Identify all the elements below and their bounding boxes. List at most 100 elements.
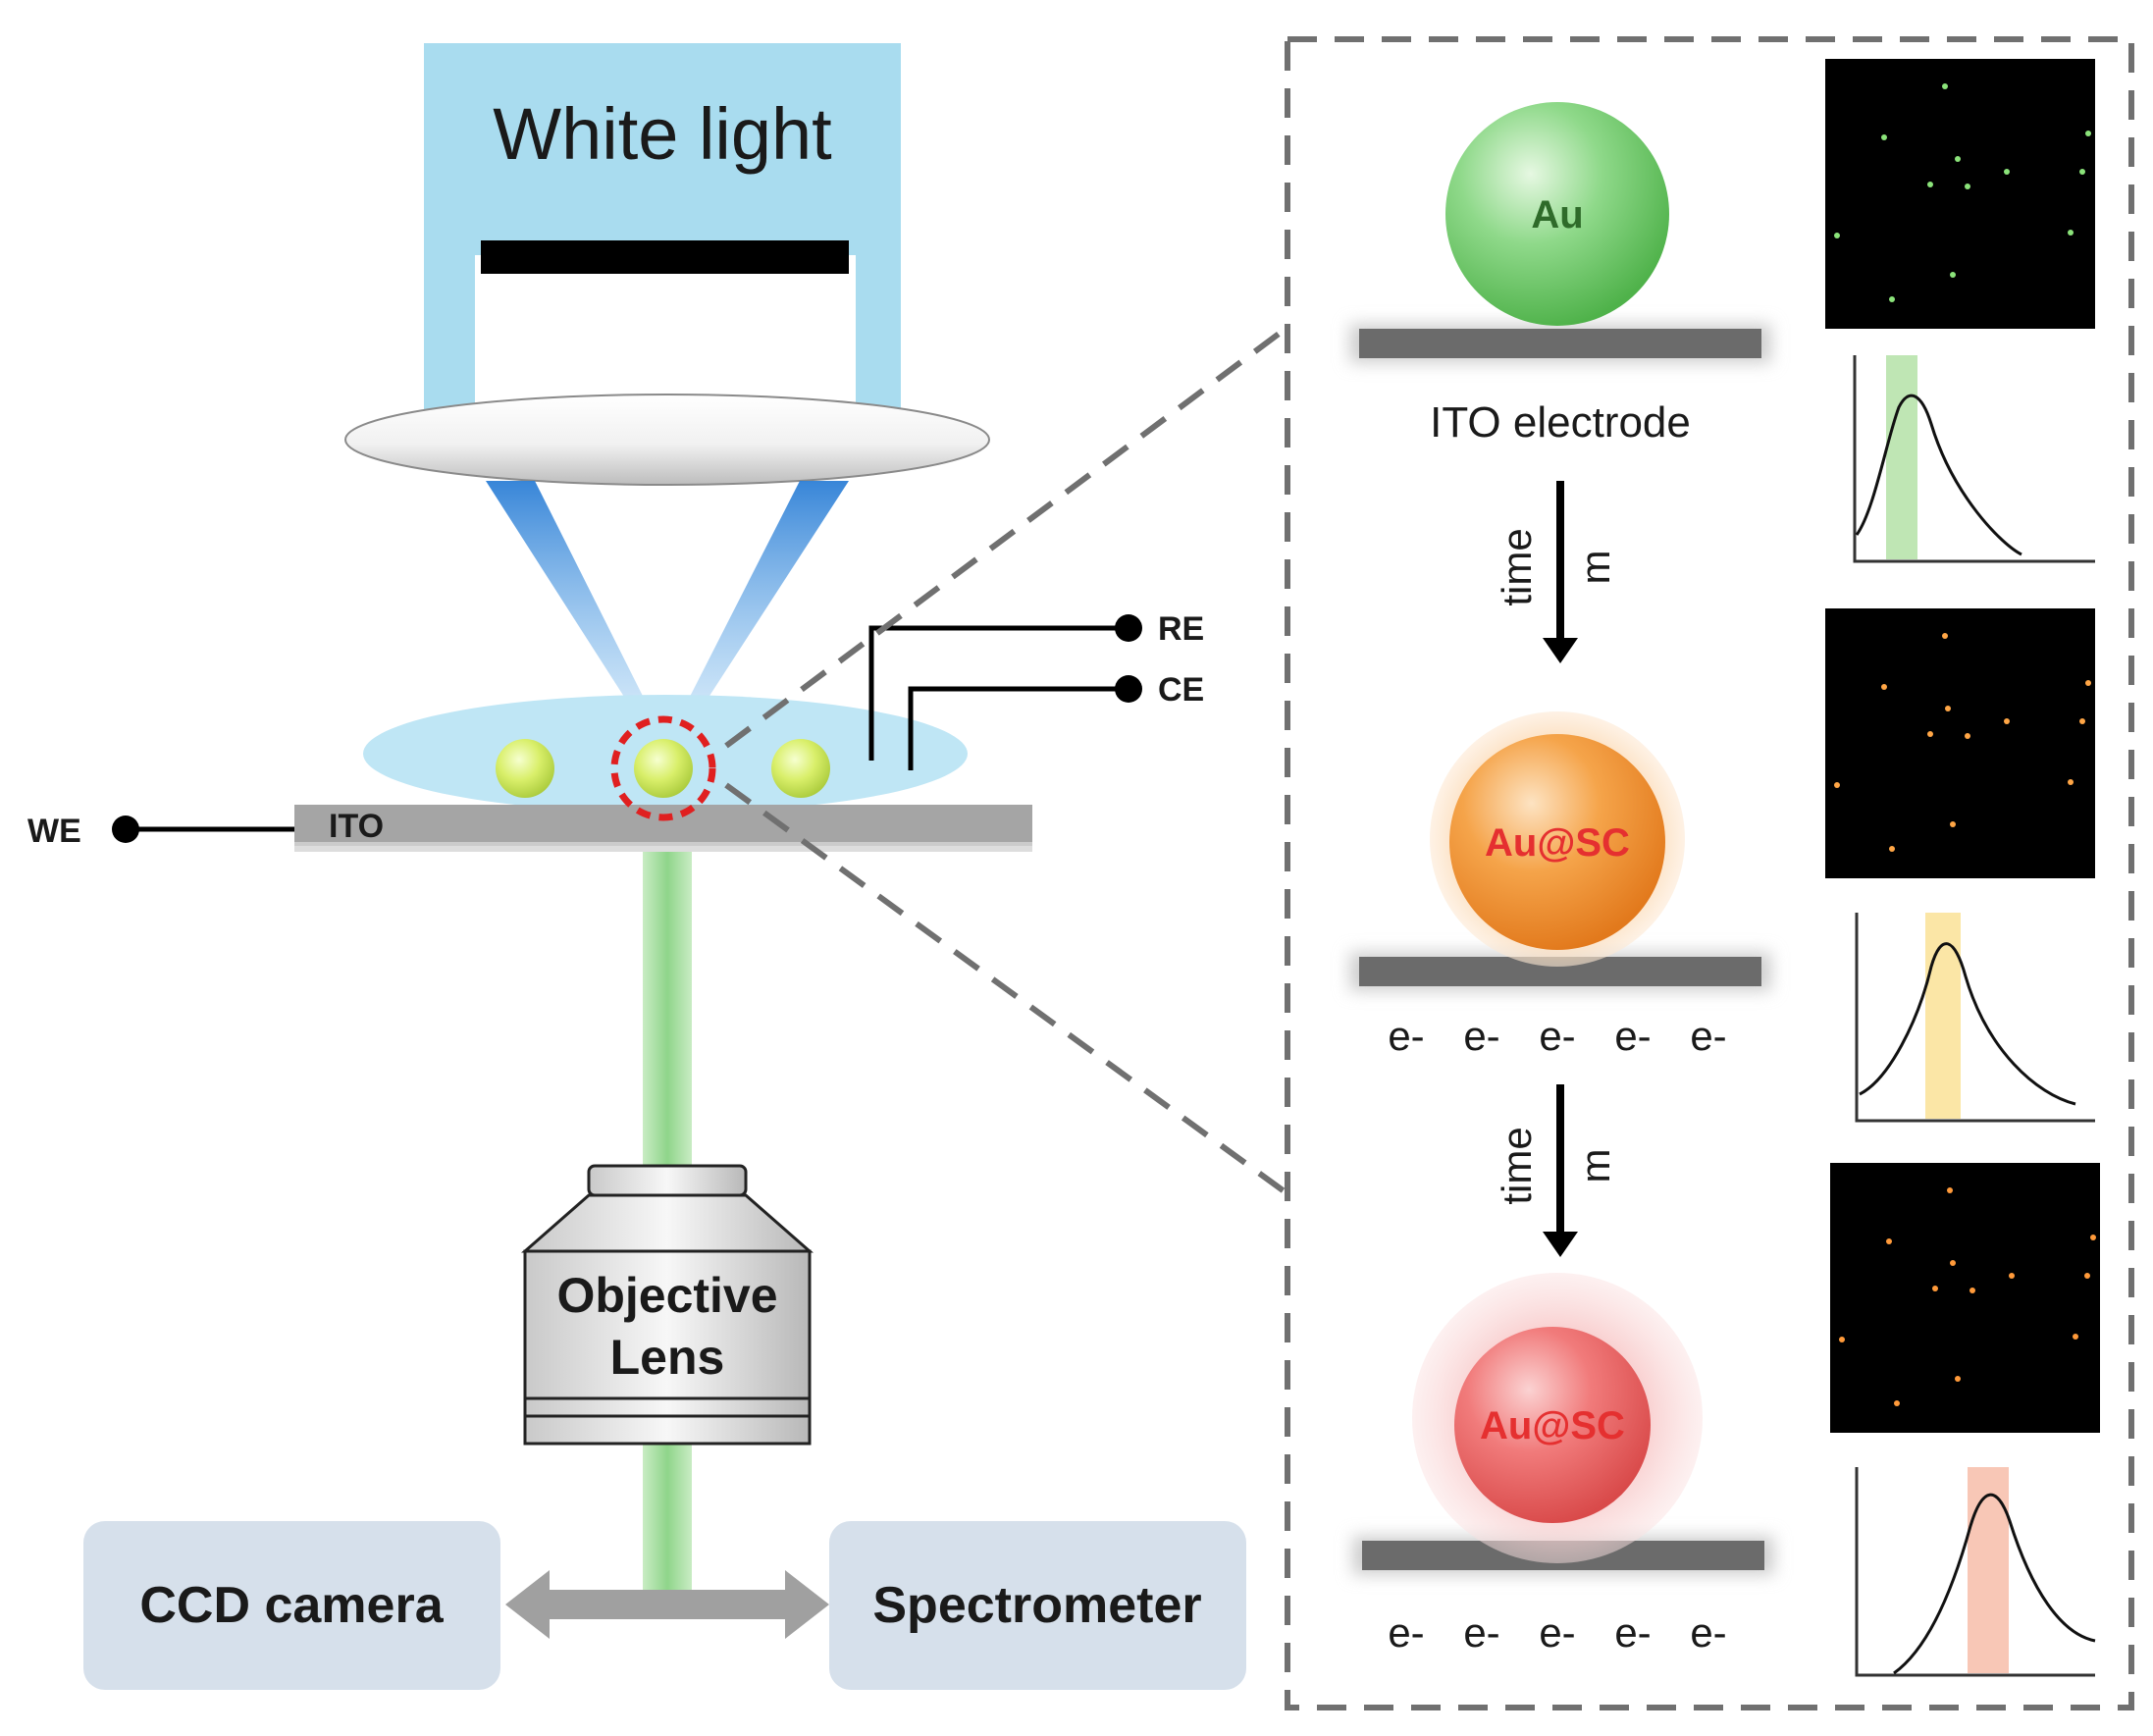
spectrometer-label: Spectrometer [872,1577,1201,1634]
scatter-spot [2085,131,2091,136]
spectrum-axes [1855,1467,2095,1677]
electron: e- [1690,1013,1726,1059]
filter-slit [481,240,849,274]
ito-bar-1 [1359,329,1761,358]
electron: e- [1539,1013,1575,1059]
scatter-spot [1886,1238,1892,1244]
darkfield-frame [1830,1163,2100,1433]
scatter-spot [1839,1337,1845,1342]
scatter-spot [1942,83,1948,89]
scatter-spot [1881,134,1887,140]
scatter-spot [1889,846,1895,852]
ce-wire [908,686,1129,770]
scatter-spot [1955,156,1961,162]
scatter-spot [1894,1400,1900,1406]
scatter-spot [2004,169,2010,175]
electron: e- [1463,1013,1499,1059]
au-sphere [1445,102,1669,326]
white-light-label: White light [493,93,832,175]
scatter-spot [1889,296,1895,302]
spectrum-axes [1855,913,2095,1123]
scatter-spot [2004,718,2010,724]
zoom-line-bottom [724,782,1287,1195]
spectrum-curve [1855,394,2022,556]
scatter-spot [2085,680,2091,686]
objective-lens: Objective Lens [521,1164,814,1446]
electrons-row-2: e- e- e- e- e- [1388,1609,1726,1656]
inset-panel: Au ITO electrode time m Au@SC e- e- e- e… [1285,36,2134,1710]
re-terminal [1115,614,1142,642]
scatter-spot [1955,1376,1961,1382]
beam-left [486,481,665,746]
darkfield-image-orange [1825,608,2095,878]
detectors: CCD camera Spectrometer [83,1521,1246,1690]
electrons-row-1: e- e- e- e- e- [1388,1013,1726,1059]
scatter-spot [1965,184,1970,189]
electron: e- [1388,1609,1424,1656]
objective-label-line1: Objective [556,1268,777,1323]
ausc-sphere-red [1454,1327,1651,1523]
time-arrow-1: time m [1494,481,1618,663]
scatter-spot [2073,1334,2078,1340]
scatter-spot [1965,733,1970,739]
stage-ausc-orange: Au@SC e- e- e- e- e- [1349,711,1771,1059]
ito-electrode-label: ITO electrode [1430,398,1691,447]
au-label: Au [1531,193,1583,237]
scatter-spot [1945,706,1951,711]
zoom-line-top [724,326,1287,749]
double-arrow [505,1570,829,1639]
peak-band [1968,1467,2009,1673]
scatter-spot [2068,230,2074,236]
scatter-spot [2068,779,2074,785]
spectrum-curve [1859,942,2076,1106]
spectrum-green [1853,355,2095,563]
scatter-spot [2084,1273,2090,1279]
ccd-camera-label: CCD camera [139,1577,444,1634]
white-light-source: White light [424,43,901,451]
scatter-spot [1950,1260,1956,1266]
objective-label-line2: Lens [610,1330,725,1385]
scatter-spot [1950,821,1956,827]
electrochemical-cell: ITO WE RE CE [27,610,1204,852]
time-label-2: time [1494,1127,1540,1204]
darkfield-image-green [1825,59,2095,329]
peak-band [1886,355,1917,559]
scatter-spot [1947,1187,1953,1193]
nanoparticle-1 [496,739,554,798]
green-beam-upper [643,852,692,1176]
darkfield-image-red [1830,1163,2100,1433]
scatter-spot [1834,782,1840,788]
scatter-spot [1942,633,1948,639]
scatter-spot [1927,731,1933,737]
scatter-spot [1881,684,1887,690]
electron: e- [1690,1609,1726,1656]
ccd-camera-box [83,1521,500,1690]
scatter-spot [1927,182,1933,187]
we-terminal [112,815,139,843]
stage-ausc-red: Au@SC e- e- e- e- e- [1352,1273,1774,1656]
time-arrow-2: time m [1494,1084,1618,1257]
scatter-spot [1834,233,1840,238]
ce-label: CE [1158,671,1204,709]
electron: e- [1539,1609,1575,1656]
scatter-spot [2090,1235,2096,1240]
illumination-beams [486,481,849,746]
electron: e- [1614,1609,1651,1656]
collected-light-beam [643,852,692,1600]
spectrum-curve [1893,1493,2096,1675]
m-label-2: m [1572,1149,1618,1184]
green-beam-lower [643,1443,692,1600]
spectrum-axes [1853,355,2095,563]
ausc-label-2: Au@SC [1480,1404,1625,1447]
scatter-spot [1950,272,1956,278]
ito-substrate [294,805,1032,846]
scatter-spot [2079,718,2085,724]
beam-right [667,481,849,746]
ausc-label-1: Au@SC [1485,821,1630,865]
ce-terminal [1115,675,1142,703]
re-label: RE [1158,610,1204,648]
we-label: WE [27,813,81,850]
darkfield-frame [1825,59,2095,329]
darkfield-frame [1825,608,2095,878]
